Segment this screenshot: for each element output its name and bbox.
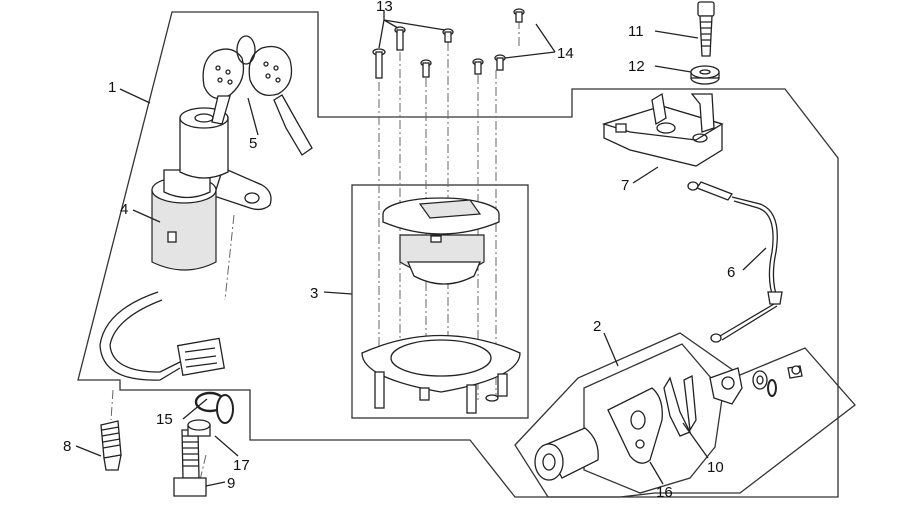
group-2-inner-outline: [583, 343, 724, 494]
lock-cam-pieces: [709, 365, 803, 405]
callout-9: 9: [227, 475, 235, 492]
callout-2: 2: [593, 318, 601, 335]
bushing-17: [187, 419, 211, 437]
bracket-7: [601, 92, 724, 167]
screw-11: [697, 1, 715, 57]
callout-labels: 1 2 3 4 5 6 7 8 9 10 11 12 13 14 15 16 1…: [63, 0, 735, 501]
callout-5: 5: [249, 135, 257, 152]
callout-4: 4: [120, 201, 128, 218]
keys: [202, 35, 313, 156]
callout-12: 12: [628, 58, 645, 75]
filler-ring-3: [361, 334, 521, 414]
fuel-cap-3: [382, 197, 500, 285]
callout-13: 13: [376, 0, 393, 15]
latch-spring-10: [663, 374, 697, 437]
group-1-outline: [77, 11, 839, 498]
cable-6: [687, 181, 783, 343]
shear-bolt-8: [100, 420, 122, 471]
group-3-outline: [351, 184, 529, 419]
screws-13-14: [372, 8, 525, 79]
callout-7: 7: [621, 177, 629, 194]
lock-barrel: [534, 427, 599, 481]
group-2-outline: [514, 332, 856, 498]
callout-11: 11: [628, 23, 644, 40]
lock-plate-16: [607, 387, 663, 464]
ignition-switch-assembly: [99, 107, 272, 381]
washer-12: [690, 65, 720, 85]
callout-3: 3: [310, 285, 318, 302]
screw-9: [173, 429, 207, 497]
callout-15: 15: [156, 411, 173, 428]
callout-8: 8: [63, 438, 71, 455]
leader-lines: [75, 10, 767, 487]
callout-6: 6: [727, 264, 735, 281]
callout-14: 14: [557, 45, 574, 62]
callout-1: 1: [108, 79, 116, 96]
callout-10: 10: [707, 459, 724, 476]
o-ring-15: [194, 391, 234, 424]
callout-17: 17: [233, 457, 250, 474]
callout-16: 16: [656, 484, 673, 501]
